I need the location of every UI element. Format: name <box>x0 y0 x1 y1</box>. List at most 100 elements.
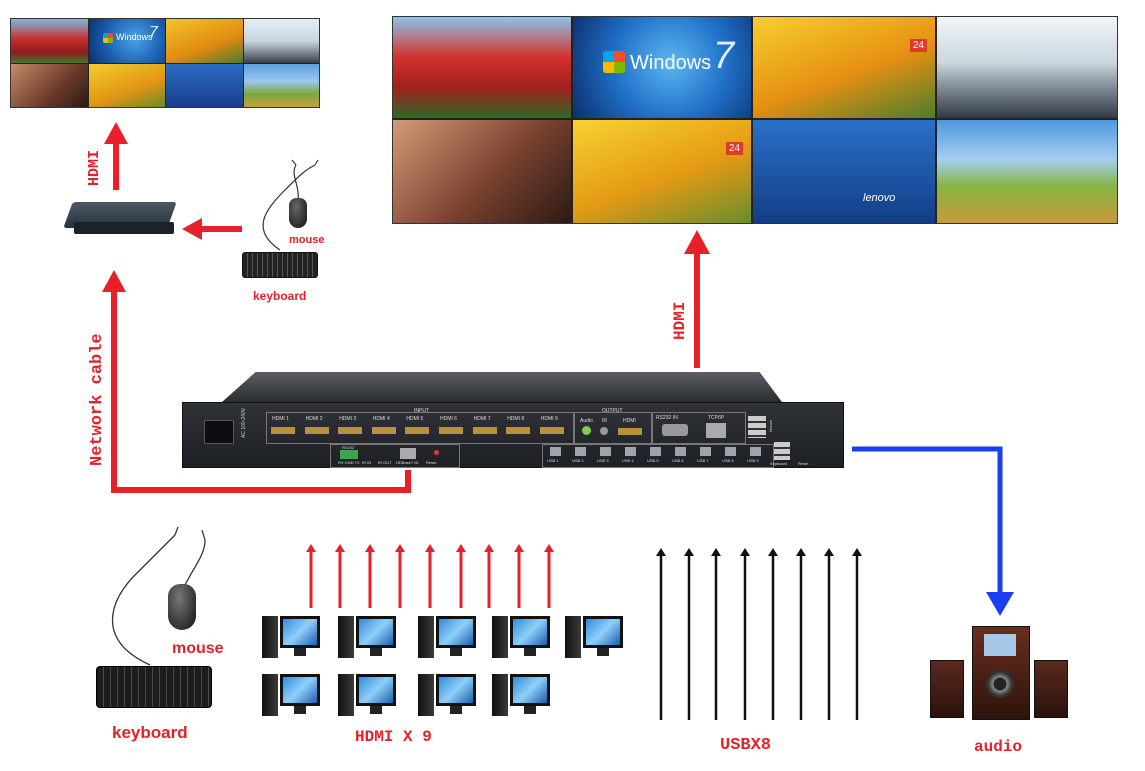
mouse-label-large: mouse <box>172 640 224 657</box>
car-tile <box>244 19 319 63</box>
output-panel <box>574 412 652 444</box>
computer-monitor <box>356 616 396 648</box>
computer-monitor <box>436 674 476 706</box>
network-cable-line <box>102 270 411 493</box>
windows-logo-icon <box>103 33 113 43</box>
windows-text-small: Windows <box>116 32 153 42</box>
badge-24-2: 24 <box>725 142 743 155</box>
rs232-pins-label: RX GND TX <box>338 460 360 465</box>
flower-tile-large-2: 24 <box>573 120 751 223</box>
mouse-large-icon <box>168 584 196 630</box>
landscape-tile-large <box>937 120 1117 223</box>
hdmi-input-label-9: HDMI 9 <box>540 416 558 422</box>
usb-port-2[interactable] <box>575 447 586 456</box>
windows-tile: Windows 7 <box>89 19 165 63</box>
usb-port-label-8: USB 8 <box>722 458 734 463</box>
usb-port-8[interactable] <box>725 447 736 456</box>
control-panel <box>652 412 746 444</box>
computer-1 <box>262 612 322 660</box>
ir-jack[interactable] <box>600 427 608 435</box>
ethernet-port[interactable] <box>706 423 726 438</box>
rs232-in-label: RS232 IN <box>656 415 678 421</box>
computer-stand <box>597 648 609 656</box>
mouse-port-label: Mouse <box>768 419 773 432</box>
audio-label: audio <box>974 738 1023 756</box>
computer-5 <box>565 612 625 660</box>
usb-arrows <box>656 548 862 720</box>
hdmi-input-port-5[interactable] <box>405 427 430 434</box>
lenovo-tile: lenovo <box>753 120 935 223</box>
hdmi-input-port-4[interactable] <box>371 427 396 434</box>
hdmi-input-port-9[interactable] <box>539 427 564 434</box>
ir-out-label: IR OUT <box>378 460 392 465</box>
mouse-small-icon <box>289 198 307 228</box>
hdmi-input-label-5: HDMI 5 <box>406 416 424 422</box>
computer-monitor <box>510 674 550 706</box>
rs232-label: RS232 <box>342 445 355 450</box>
hdmi-input-label-4: HDMI 4 <box>372 416 390 422</box>
tulip-tile-large <box>393 17 571 118</box>
car-tile-large <box>937 17 1117 118</box>
computer-tower <box>418 674 434 716</box>
tcpip-label: TCP/IP <box>708 415 725 421</box>
mouse-cable-large <box>111 526 206 666</box>
usb-port-4[interactable] <box>625 447 636 456</box>
hdmi-input-label-2: HDMI 2 <box>305 416 323 422</box>
usb-port-3[interactable] <box>600 447 611 456</box>
computer-tower <box>262 616 278 658</box>
portrait-tile <box>11 64 88 107</box>
computer-9 <box>492 670 552 718</box>
hdmi-input-port-8[interactable] <box>506 427 531 434</box>
usb-port-9[interactable] <box>750 447 761 456</box>
usb-port-5[interactable] <box>650 447 661 456</box>
usb-port-label-5: USB 5 <box>647 458 659 463</box>
computer-3 <box>418 612 478 660</box>
hdmi-label-right: HDMI <box>671 301 689 340</box>
computer-tower <box>338 616 354 658</box>
hdmi-input-port-1[interactable] <box>271 427 295 434</box>
hdmi-output-port[interactable] <box>618 428 642 435</box>
computer-tower <box>338 674 354 716</box>
hdmi-input-port-6[interactable] <box>439 427 463 434</box>
keyboard-usb-port[interactable] <box>774 442 790 460</box>
usb-panel <box>542 444 774 468</box>
windows-version-small: 7 <box>149 24 158 41</box>
hdmi-input-port-2[interactable] <box>304 427 329 434</box>
flower-tile-1 <box>166 19 243 63</box>
keyboard-label-small: keyboard <box>253 289 307 303</box>
usb-port-label-1: USB 1 <box>547 458 559 463</box>
rs232-port[interactable] <box>662 424 688 436</box>
mouse-usb-port[interactable] <box>748 416 766 438</box>
ir-in-label: IR IN <box>362 460 372 465</box>
large-video-wall: Windows 7 24 24 lenovo <box>392 16 1118 224</box>
usb-port-6[interactable] <box>675 447 686 456</box>
usb-port-7[interactable] <box>700 447 711 456</box>
hdmi-input-arrows <box>306 544 554 608</box>
computer-stand <box>450 706 462 714</box>
flower-tile-2 <box>89 64 165 107</box>
hdbaset-port[interactable] <box>400 448 416 459</box>
rs232-terminal[interactable] <box>340 450 358 459</box>
computer-monitor <box>583 616 623 648</box>
speaker-system <box>930 626 1070 722</box>
hdmi-input-port-3[interactable] <box>338 427 363 434</box>
kvm-to-receiver-arrow <box>182 218 242 240</box>
reset-left-button[interactable] <box>434 450 439 455</box>
hdmi-input-panel <box>266 412 574 444</box>
mouse-label-small: mouse <box>289 234 325 246</box>
keyboard-large-icon <box>96 666 212 708</box>
output-hdmi-label: HDMI <box>623 418 636 424</box>
windows-tile-large: Windows 7 <box>573 17 751 118</box>
hdmi-input-label-7: HDMI 7 <box>473 416 491 422</box>
computer-monitor <box>436 616 476 648</box>
audio-jack[interactable] <box>582 426 591 435</box>
hdmi-input-port-7[interactable] <box>472 427 497 434</box>
usb-port-1[interactable] <box>550 447 561 456</box>
hdmi-input-label-8: HDMI 8 <box>507 416 525 422</box>
computer-stand <box>370 648 382 656</box>
hdmi-x9-label: HDMI X 9 <box>355 728 432 746</box>
power-socket[interactable] <box>204 420 234 444</box>
keyboard-label-large: keyboard <box>112 723 188 742</box>
